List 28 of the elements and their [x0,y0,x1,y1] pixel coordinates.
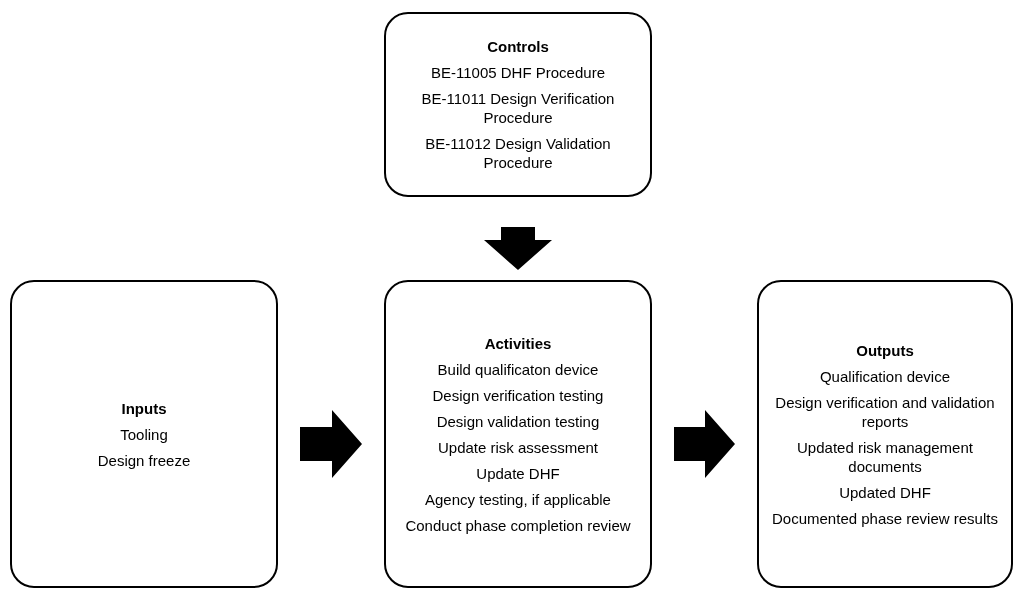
list-item: Documented phase review results [772,508,998,528]
list-item: Design verification testing [432,385,604,405]
list-item: Update risk assessment [437,437,599,457]
list-item: Updated DHF [839,482,931,502]
box-heading: Controls [487,37,549,56]
list-item: BE-11012 Design Validation Procedure [424,134,612,172]
process-box [384,280,652,588]
list-item: Update DHF [476,463,560,483]
list-item: Agency testing, if applicable [425,489,611,509]
process-box [384,12,652,197]
block-arrow [300,410,362,478]
list-item: Conduct phase completion review [405,515,631,535]
box-heading: Activities [484,333,552,353]
list-item: Design freeze [97,450,191,470]
block-arrow [674,410,735,478]
process-box [10,280,278,588]
list-item: Build qualificaton device [437,359,599,379]
process-box [757,280,1013,588]
list-item: Qualification device [819,366,951,386]
list-item: Design verification and validation reports [774,392,996,431]
list-item: Tooling [120,424,168,444]
list-item: Updated risk management documents [796,437,974,476]
box-heading: Inputs [121,398,167,418]
list-item: BE-11011 Design Verification Procedure [420,89,616,127]
list-item: BE-11005 DHF Procedure [431,63,605,82]
list-item: Design validation testing [436,411,600,431]
box-heading: Outputs [856,340,914,360]
block-arrow [484,227,552,270]
